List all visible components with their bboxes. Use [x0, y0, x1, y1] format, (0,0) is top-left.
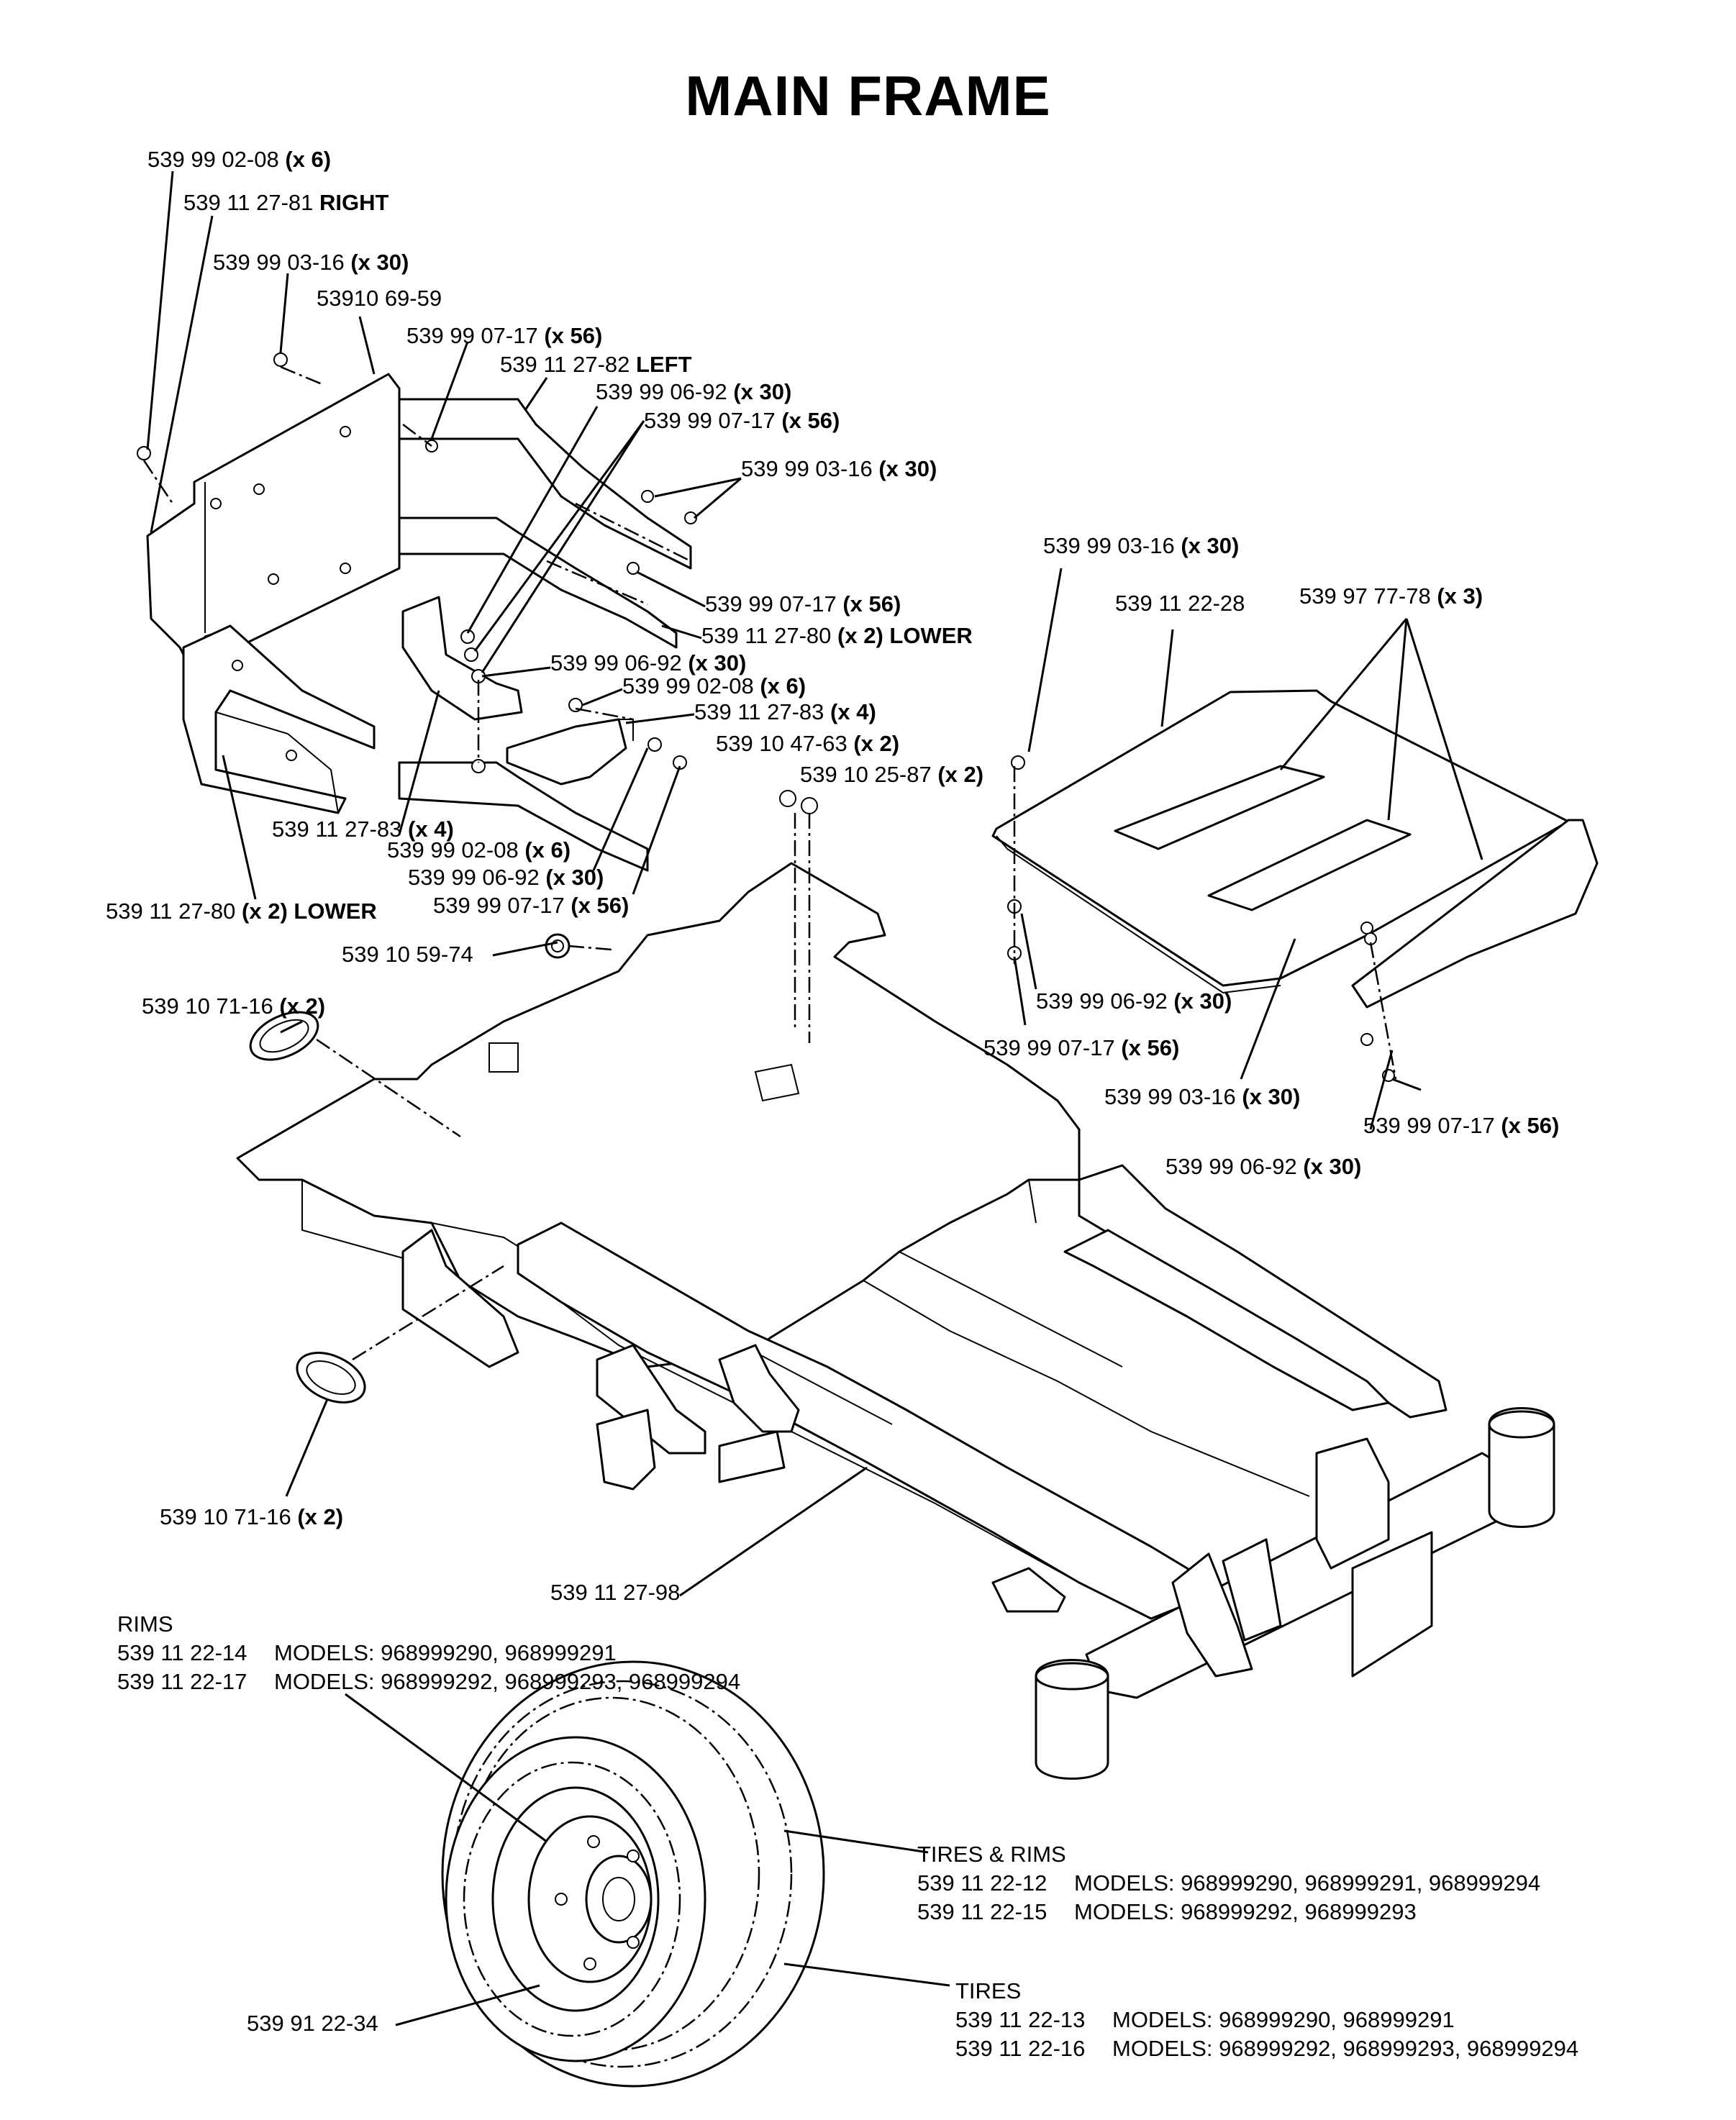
callout-label: 539 10 71-16 (x 2) — [160, 1504, 344, 1529]
callout-label: 539 99 07-17 (x 56) — [433, 893, 630, 918]
callout-label: 539 11 27-82 LEFT — [500, 352, 692, 377]
leader-lines — [146, 170, 1483, 2026]
page-title: MAIN FRAME — [685, 64, 1051, 127]
callout-label: 539 99 03-16 (x 30) — [213, 250, 409, 275]
callout-label: 539 99 07-17 (x 56) — [983, 1035, 1180, 1060]
callout-label: 539 10 25-87 (x 2) — [800, 762, 984, 787]
left-side-bracket — [398, 398, 692, 872]
small-brackets — [401, 596, 634, 786]
callout-label: 539 91 22-34 — [247, 2011, 378, 2036]
callout-label: 539 97 77-78 (x 3) — [1299, 583, 1483, 609]
callout-label: 539 11 27-83 (x 4) — [694, 699, 876, 724]
hardware-fasteners — [137, 352, 1395, 1082]
callout-label: 539 11 27-98 — [550, 1580, 681, 1605]
callout-label: 539 99 06-92 (x 30) — [1036, 988, 1232, 1014]
assembly-lines — [142, 365, 1397, 1361]
callout-label: 539 99 06-92 (x 30) — [596, 379, 792, 404]
callout-label: 539 11 27-80 (x 2) LOWER — [701, 623, 973, 648]
tires-rims-heading: TIRES & RIMS — [917, 1842, 1066, 1867]
callout-label: 539 99 03-16 (x 30) — [741, 456, 937, 481]
callout-label: 539 99 03-16 (x 30) — [1104, 1084, 1301, 1109]
callout-label: 539 99 02-08 (x 6) — [387, 837, 571, 863]
tire-and-rim — [441, 1660, 825, 2088]
callout-label: 539 10 59-74 — [342, 942, 473, 967]
callout-label: 539 99 06-92 (x 30) — [550, 650, 747, 675]
callout-label: 539 11 22-28 — [1115, 591, 1245, 616]
right-side-bracket — [146, 373, 401, 814]
callout-label: 539 99 07-17 (x 56) — [644, 408, 840, 433]
grommets — [249, 933, 571, 1404]
callout-label: 539 99 03-16 (x 30) — [1043, 533, 1240, 558]
callout-label: 539 11 27-80 (x 2) LOWER — [106, 899, 377, 924]
callout-label: 539 11 27-83 (x 4) — [272, 816, 454, 842]
main-frame-weldment — [236, 862, 1555, 1780]
callout-label: 539 99 02-08 (x 6) — [622, 673, 806, 699]
callout-label: 539 99 02-08 (x 6) — [147, 147, 332, 172]
callout-label: 539 99 06-92 (x 30) — [1165, 1154, 1362, 1179]
callout-label: 539 99 06-92 (x 30) — [408, 865, 604, 890]
callout-label: 539 10 47-63 (x 2) — [716, 731, 900, 756]
tires-heading: TIRES — [955, 1978, 1022, 2003]
callout-label: 539 10 71-16 (x 2) — [142, 993, 326, 1019]
callout-label: 53910 69-59 — [317, 286, 442, 311]
callout-label: 539 99 07-17 (x 56) — [406, 323, 603, 348]
floor-pan-and-mat — [991, 689, 1599, 1009]
callout-label: 539 11 27-81 RIGHT — [183, 190, 389, 215]
callout-label: 539 99 07-17 (x 56) — [1363, 1113, 1560, 1138]
rims-heading: RIMS — [117, 1611, 173, 1637]
callout-label: 539 99 07-17 (x 56) — [705, 591, 901, 617]
